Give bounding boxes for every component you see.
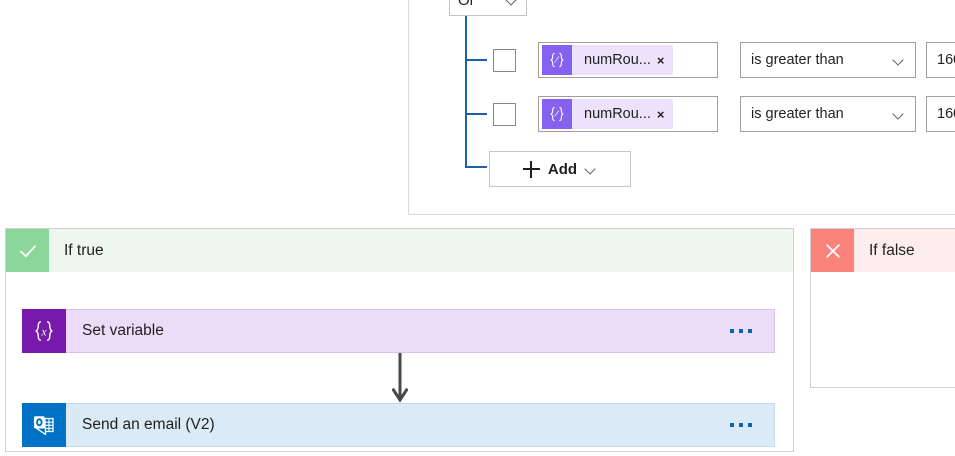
action-card-label: Send an email (V2) xyxy=(82,416,215,433)
chevron-down-icon xyxy=(585,163,597,175)
condition-operator-label: is greater than xyxy=(751,106,844,122)
condition-value-text: 160 xyxy=(937,106,955,122)
condition-row: numRou... × is greater than 160 xyxy=(493,41,955,79)
chevron-down-icon xyxy=(893,54,905,66)
close-x-icon xyxy=(811,229,854,272)
condition-operator-dropdown[interactable]: is greater than xyxy=(740,96,916,132)
chevron-down-icon xyxy=(506,0,518,6)
branch-if-false-header: If false xyxy=(811,229,955,272)
ellipsis-icon[interactable] xyxy=(730,329,774,333)
checkmark-icon xyxy=(6,229,49,272)
svg-text:x: x xyxy=(40,326,47,338)
variable-braces-x-icon: x xyxy=(22,309,66,353)
branch-if-false: If false xyxy=(810,228,955,388)
condition-left-operand-field[interactable]: numRou... × xyxy=(538,96,718,132)
expression-token[interactable]: numRou... × xyxy=(542,45,673,75)
action-card-set-variable[interactable]: x Set variable xyxy=(22,309,775,353)
condition-operator-label: is greater than xyxy=(751,52,844,68)
tree-branch-connector-add xyxy=(465,166,487,168)
tree-vertical-connector xyxy=(465,16,467,168)
condition-row: numRou... × is greater than 160 xyxy=(493,95,955,133)
group-operator-label: Or xyxy=(458,0,475,9)
condition-builder-inner: Or numRou... × xyxy=(409,0,955,214)
tree-branch-connector-2 xyxy=(465,113,487,115)
expression-token-label: numRou... xyxy=(584,106,651,122)
action-card-send-an-email[interactable]: Send an email (V2) xyxy=(22,403,775,447)
condition-row-checkbox[interactable] xyxy=(493,102,516,126)
condition-builder-panel: Or numRou... × xyxy=(408,0,955,215)
chevron-down-icon xyxy=(893,108,905,120)
branch-if-false-title: If false xyxy=(869,241,915,259)
condition-operator-dropdown[interactable]: is greater than xyxy=(740,42,916,78)
expression-token-icon xyxy=(542,99,572,129)
condition-row-checkbox[interactable] xyxy=(493,48,516,72)
group-operator-dropdown[interactable]: Or xyxy=(449,0,527,16)
tree-branch-connector-1 xyxy=(465,59,487,61)
expression-token[interactable]: numRou... × xyxy=(542,99,673,129)
remove-token-icon[interactable]: × xyxy=(656,52,665,68)
condition-left-operand-field[interactable]: numRou... × xyxy=(538,42,718,78)
action-card-label: Set variable xyxy=(82,322,164,339)
expression-token-icon xyxy=(542,45,572,75)
outlook-icon xyxy=(22,403,66,447)
expression-token-label: numRou... xyxy=(584,52,651,68)
branch-if-true-header: If true xyxy=(6,229,793,272)
remove-token-icon[interactable]: × xyxy=(656,106,665,122)
condition-value-input[interactable]: 160 xyxy=(926,96,955,132)
flow-connector-arrow xyxy=(392,353,408,403)
add-button-label: Add xyxy=(547,160,578,178)
branch-if-true-title: If true xyxy=(64,241,104,259)
condition-value-text: 160 xyxy=(937,52,955,68)
plus-icon xyxy=(522,160,540,178)
add-condition-button[interactable]: Add xyxy=(489,151,631,187)
ellipsis-icon[interactable] xyxy=(730,423,774,427)
condition-value-input[interactable]: 160 xyxy=(926,42,955,78)
